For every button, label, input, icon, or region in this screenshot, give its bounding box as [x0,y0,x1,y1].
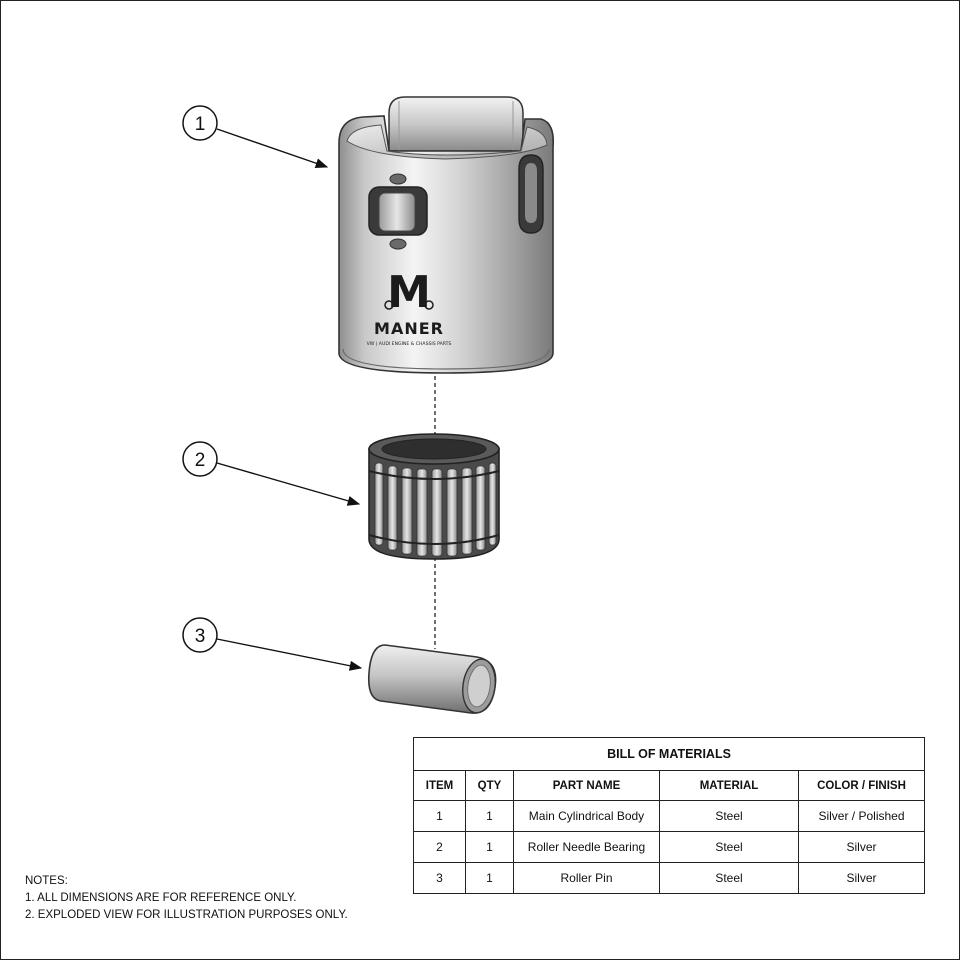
table-row: 3 1 Roller Pin Steel Silver [413,862,925,894]
bom-header-qty: QTY [465,770,514,801]
callout-1-label: 1 [195,114,206,135]
part-roller-pin [367,644,497,714]
note-item: 2. EXPLODED VIEW FOR ILLUSTRATION PURPOS… [25,909,348,921]
bom-cell-material: Steel [659,831,799,863]
bom-cell-part-name: Main Cylindrical Body [513,800,660,832]
bom-cell-material: Steel [659,800,799,832]
bom-cell-color-finish: Silver [798,831,925,863]
callout-3: 3 [182,617,363,671]
notes-title: NOTES: [25,875,68,887]
callout-3-label: 3 [195,626,206,647]
logo-mark: M [387,267,431,318]
bom-cell-color-finish: Silver / Polished [798,800,925,832]
logo-tagline: VW | AUDI ENGINE & CHASSIS PARTS [367,341,452,347]
bom-cell-qty: 1 [465,862,514,894]
table-row: 1 1 Main Cylindrical Body Steel Silver /… [413,800,925,832]
bom-cell-material: Steel [659,862,799,894]
bom-header-item: ITEM [413,770,466,801]
callout-2: 2 [182,441,361,506]
bom-cell-part-name: Roller Needle Bearing [513,831,660,863]
bom-cell-item: 3 [413,862,466,894]
callout-2-label: 2 [195,450,206,471]
maner-logo: M MANER VW | AUDI ENGINE & CHASSIS PARTS [367,267,452,347]
callout-1: 1 [182,105,329,169]
top-roller [388,96,524,152]
bill-of-materials-table: BILL OF MATERIALS ITEM QTY PART NAME MAT… [413,737,925,894]
bom-cell-qty: 1 [465,800,514,832]
table-row: 2 1 Roller Needle Bearing Steel Silver [413,831,925,863]
bom-cell-part-name: Roller Pin [513,862,660,894]
note-item: 1. ALL DIMENSIONS ARE FOR REFERENCE ONLY… [25,892,297,904]
bom-cell-item: 1 [413,800,466,832]
part-roller-needle-bearing [368,433,500,560]
logo-brand: MANER [374,319,444,338]
front-window [368,173,428,250]
bom-cell-qty: 1 [465,831,514,863]
bom-cell-item: 2 [413,831,466,863]
part-main-cylindrical-body: M MANER VW | AUDI ENGINE & CHASSIS PARTS [338,96,555,374]
bom-title: BILL OF MATERIALS [413,737,925,771]
bom-header-color-finish: COLOR / FINISH [798,770,925,801]
side-slot [518,154,544,234]
bom-header-part-name: PART NAME [513,770,660,801]
bom-header-row: ITEM QTY PART NAME MATERIAL COLOR / FINI… [413,770,925,801]
bom-header-material: MATERIAL [659,770,799,801]
notes-block: NOTES: 1. ALL DIMENSIONS ARE FOR REFEREN… [25,873,348,924]
bearing-needles [374,462,497,557]
bom-cell-color-finish: Silver [798,862,925,894]
